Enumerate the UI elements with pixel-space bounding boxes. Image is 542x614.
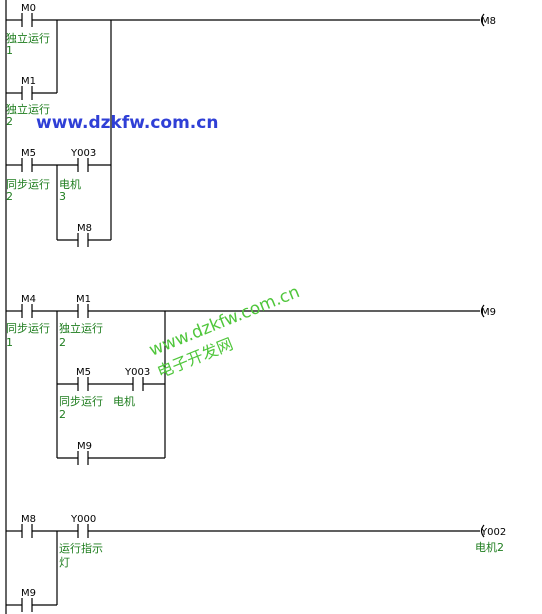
svg-text:M8: M8: [481, 16, 496, 27]
svg-text:2: 2: [6, 115, 13, 128]
contact-m8[interactable]: M8: [77, 223, 92, 247]
svg-text:M5: M5: [76, 367, 91, 378]
svg-text:Y003: Y003: [124, 367, 150, 378]
watermark-url-blue: www.dzkfw.com.cn: [36, 113, 218, 133]
svg-text:独立运行: 独立运行: [6, 31, 50, 45]
svg-text:1: 1: [6, 44, 13, 57]
rung-2: M4 同步运行 1 M1 独立运行 2 M5 同步运行 2 Y003 电机: [6, 294, 496, 465]
contact-m5[interactable]: M5 同步运行 2: [6, 148, 50, 203]
svg-text:M1: M1: [21, 76, 36, 87]
svg-text:独立运行: 独立运行: [6, 102, 50, 116]
contact-y000[interactable]: Y000 运行指示 灯: [59, 514, 103, 569]
rung-3: M8 Y000 运行指示 灯 M9 Y002 电机2: [6, 514, 506, 612]
contact-m1[interactable]: M1 独立运行 2: [59, 294, 103, 349]
svg-text:同步运行: 同步运行: [59, 395, 103, 408]
svg-text:2: 2: [59, 336, 66, 349]
svg-text:M0: M0: [21, 3, 36, 14]
svg-text:灯: 灯: [59, 556, 70, 569]
svg-text:M9: M9: [21, 588, 36, 599]
svg-text:同步运行: 同步运行: [6, 322, 50, 335]
svg-text:M5: M5: [21, 148, 36, 159]
contact-m9[interactable]: M9: [77, 441, 92, 465]
contact-m9[interactable]: M9: [21, 588, 36, 612]
contact-m5[interactable]: M5 同步运行 2: [59, 367, 103, 421]
contact-m8[interactable]: M8: [21, 514, 36, 538]
svg-text:M1: M1: [76, 294, 91, 305]
svg-text:M9: M9: [77, 441, 92, 452]
svg-text:M8: M8: [21, 514, 36, 525]
svg-text:同步运行: 同步运行: [6, 178, 50, 191]
contact-y003[interactable]: Y003 电机: [113, 367, 150, 408]
contact-y003[interactable]: Y003 电机 3: [59, 148, 96, 203]
svg-text:Y003: Y003: [70, 148, 96, 159]
svg-text:电机: 电机: [113, 394, 135, 408]
svg-text:Y002: Y002: [480, 527, 506, 538]
svg-text:2: 2: [6, 190, 13, 203]
svg-text:独立运行: 独立运行: [59, 321, 103, 335]
svg-text:运行指示: 运行指示: [59, 541, 103, 555]
svg-text:3: 3: [59, 190, 66, 203]
coil-y002[interactable]: Y002 电机2: [475, 524, 506, 554]
svg-text:电机: 电机: [59, 177, 81, 191]
svg-text:M4: M4: [21, 294, 36, 305]
svg-text:M9: M9: [481, 307, 496, 318]
coil-m8[interactable]: M8: [480, 13, 496, 27]
svg-text:1: 1: [6, 336, 13, 349]
svg-text:2: 2: [59, 408, 66, 421]
svg-text:电机2: 电机2: [475, 540, 504, 554]
coil-m9[interactable]: M9: [480, 304, 496, 318]
svg-text:M8: M8: [77, 223, 92, 234]
contact-m0[interactable]: M0 独立运行 1: [6, 3, 50, 57]
contact-m4[interactable]: M4 同步运行 1: [6, 294, 50, 349]
rung-1: M0 独立运行 1 M1 独立运行 2 M5 同步运行 2: [6, 3, 496, 247]
svg-text:Y000: Y000: [70, 514, 96, 525]
contact-m1[interactable]: M1 独立运行 2: [6, 76, 50, 128]
